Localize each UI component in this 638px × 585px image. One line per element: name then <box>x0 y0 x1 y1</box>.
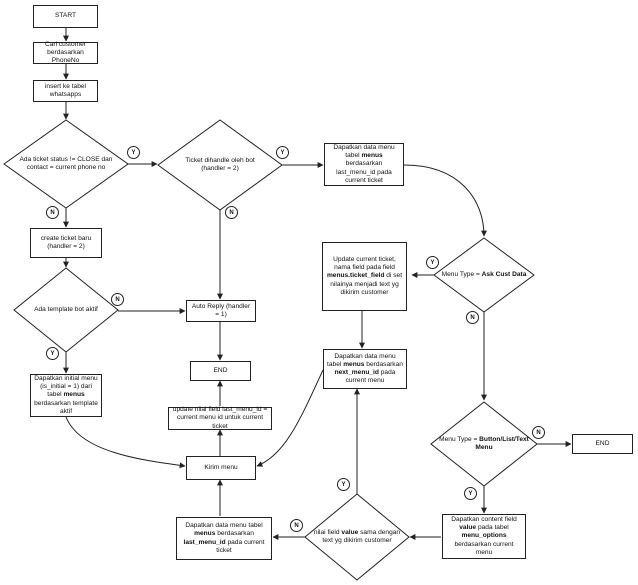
node-data-menu-last2: Dapatkan data menu tabel menus berdasark… <box>176 517 272 560</box>
node-end-top: END <box>190 361 251 381</box>
node-create-ticket: create ticket baru (handler = 2) <box>30 228 102 258</box>
node-data-menu-next: Dapatkan data menu tabel menus berdasark… <box>323 349 407 389</box>
decision-ada-template-text: Ada template bot aktif <box>34 305 98 313</box>
badge-menu-type-ask-yes: Y <box>426 256 439 269</box>
badge-nilai-field-yes: Y <box>337 478 350 491</box>
decision-menu-type-button-text: Menu Type = Button/List/Text Menu <box>439 435 529 451</box>
badge-ada-ticket-yes: Y <box>127 146 140 159</box>
badge-ada-template-no: N <box>111 293 124 306</box>
edge-initial-kirim <box>65 416 186 469</box>
decision-menu-type-ask-text: Menu Type = Ask Cust Data <box>441 270 527 278</box>
badge-ada-ticket-no: N <box>46 206 59 219</box>
badge-nilai-field-no: N <box>290 519 303 532</box>
decision-ada-ticket-text: Ada ticket status != CLOSE dan contact =… <box>19 155 113 171</box>
edge-next-kirim <box>256 369 324 467</box>
node-cari-customer: Cari customer berdasarkan PhoneNo <box>33 41 98 64</box>
node-initial-menu: Dapatkan initial menu (is_initial = 1) d… <box>30 374 102 417</box>
badge-menu-type-ask-no: N <box>466 311 479 324</box>
badge-menu-type-button-no: N <box>532 426 545 439</box>
node-update-current-ticket: Update current ticket, nama field pada f… <box>322 242 407 311</box>
badge-menu-type-button-yes: Y <box>464 487 477 500</box>
node-end-right: END <box>572 434 633 454</box>
decision-shapes <box>3 119 538 581</box>
decision-ticket-dihandle-text: Ticket dihandle oleh bot (handler = 2) <box>185 156 255 172</box>
decision-nilai-field <box>304 493 410 581</box>
node-insert-whatsapps: insert ke tabel whatsapps <box>33 80 98 102</box>
edge-last-menu-type <box>403 164 487 237</box>
badge-ada-template-yes: Y <box>46 347 59 360</box>
node-data-menu-last: Dapatkan data menu tabel menus berdasark… <box>324 143 404 186</box>
node-auto-reply: Auto Reply (handler = 1) <box>186 300 256 322</box>
decision-nilai-field-text: nilai field value sama dengan text yg di… <box>313 528 401 544</box>
node-kirim-menu: Kirim menu <box>186 456 256 480</box>
node-start: START <box>33 5 98 28</box>
badge-ticket-dihandle-no: N <box>225 206 238 219</box>
connector-lines <box>63 28 572 540</box>
node-update-last-menu: update nilai field last_menu_id = curren… <box>168 406 272 430</box>
badge-ticket-dihandle-yes: Y <box>276 146 289 159</box>
node-content-field: Dapatkan content field value pada tabel … <box>442 514 526 559</box>
